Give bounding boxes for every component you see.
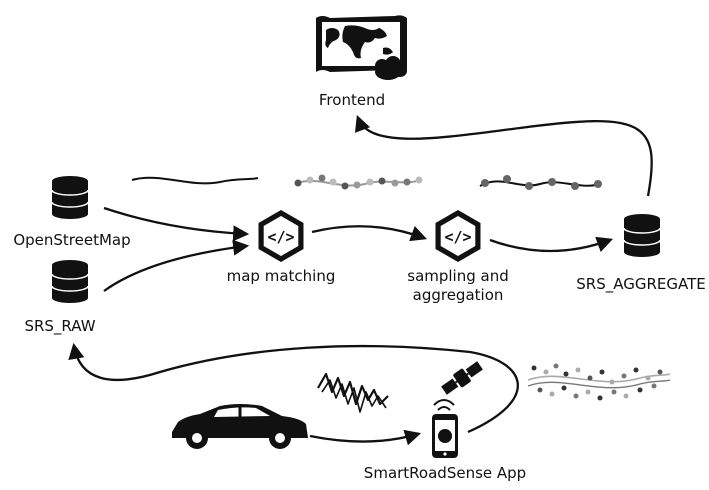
sampling-label-line2: aggregation [412,286,504,304]
sampling-aggregation-code-icon [435,210,481,262]
world-map-icon [316,15,407,80]
raw-points-icon [294,174,423,190]
arrow-matching-to-sampling [311,225,428,242]
car-icon [172,404,308,449]
sampling-label-line1: sampling and [407,267,509,285]
samples-line2-icon [527,379,671,389]
arrow-app-to-raw [68,342,519,434]
satellite-icon [441,361,483,395]
arrow-osm-to-matching [103,206,250,242]
srs-raw-database-icon [51,259,89,304]
cloud-icon [375,56,407,80]
srs-aggregate-label: SRS_AGGREGATE [576,275,706,293]
openstreetmap-database-icon [51,175,89,220]
srs-raw-label: SRS_RAW [24,317,96,335]
aggregated-points-icon [481,175,602,190]
aggregated-line-icon [479,180,601,187]
arrow-raw-to-matching [103,239,250,292]
arrow-sampling-to-aggregate [489,236,614,253]
flow-arrows [68,114,653,446]
map-matching-label: map matching [226,267,336,285]
map-matching-code-icon [258,210,304,262]
sensor-samples-icon [531,363,663,401]
road-line-icon [131,176,259,185]
app-label: SmartRoadSense App [363,464,527,482]
samples-line-icon [527,373,671,383]
frontend-label: Frontend [318,91,386,109]
openstreetmap-label: OpenStreetMap [13,231,131,249]
smartphone-icon [432,399,458,458]
arrow-car-to-app [309,429,422,446]
vibration-signal-icon [317,372,389,413]
srs-aggregate-database-icon [623,213,661,258]
arrow-aggregate-to-frontend [355,114,653,197]
